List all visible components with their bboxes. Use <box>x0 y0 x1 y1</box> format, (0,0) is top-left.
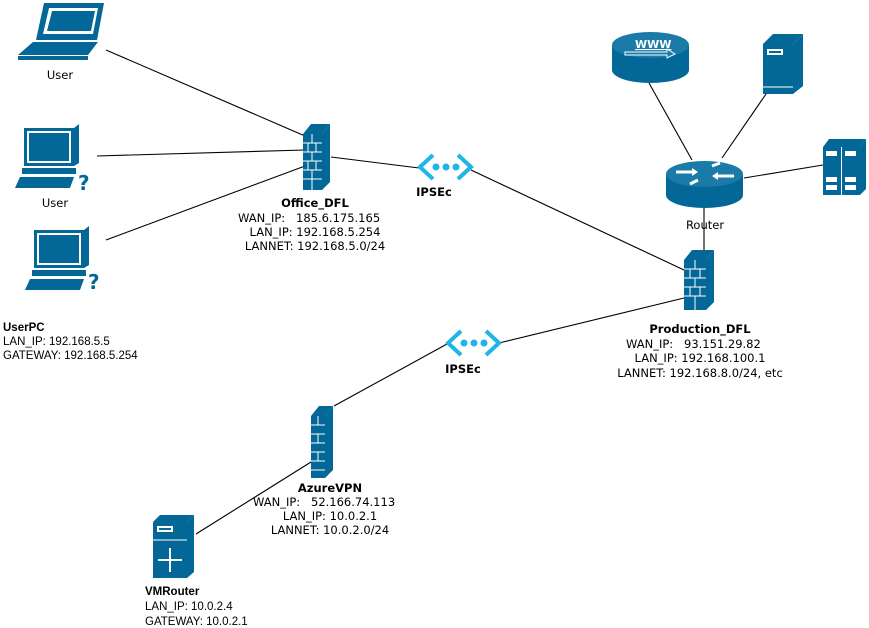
userpc-lan-ip: LAN_IP: 192.168.5.5 <box>3 336 110 348</box>
ipsec1-label: IPSEc <box>416 185 452 199</box>
vpn-tunnel-icon[interactable] <box>417 153 474 181</box>
router-server-icon[interactable] <box>153 515 194 578</box>
user-desktop-label: User <box>42 196 68 210</box>
router-icon[interactable] <box>666 161 743 208</box>
link-ipsec-azure <box>333 343 448 407</box>
production-dfl-title: Production_DFL <box>649 322 751 337</box>
azurevpn-lan-ip: LAN_IP: 10.0.2.1 <box>283 509 377 523</box>
link-userpc-office <box>105 165 306 241</box>
office-dfl-title: Office_DFL <box>281 196 349 211</box>
server-icon[interactable] <box>763 34 803 94</box>
production-dfl-lannet: LANNET: 192.168.8.0/24, etc <box>617 366 783 380</box>
laptop-icon[interactable] <box>18 3 104 60</box>
vmrouter-lan-ip: LAN_IP: 10.0.2.4 <box>145 601 233 613</box>
vmrouter-gateway: GATEWAY: 10.0.2.1 <box>145 616 248 628</box>
link-cluster-router <box>743 164 824 179</box>
userpc-gateway: GATEWAY: 192.168.5.254 <box>3 350 138 362</box>
production-dfl-wan-label: WAN_IP: <box>626 337 673 351</box>
azurevpn-wan-label: WAN_IP: <box>253 495 300 509</box>
link-vmrouter-azure <box>195 461 312 535</box>
link-ipsec-production <box>470 169 685 271</box>
production-dfl-wan-ip: 93.151.29.82 <box>684 337 761 351</box>
link-production-ipsec <box>498 297 685 344</box>
office-dfl-lannet: LANNET: 192.168.5.0/24 <box>245 239 385 253</box>
server-cluster-icon[interactable] <box>823 139 866 195</box>
user-laptop-label: User <box>47 68 73 82</box>
router-label: Router <box>686 218 724 232</box>
workstation-icon[interactable]: ? <box>15 124 90 195</box>
www-label: WWW <box>635 38 671 51</box>
link-desktop-office <box>96 149 306 157</box>
azurevpn-wan-ip: 52.166.74.113 <box>311 495 395 509</box>
firewall-icon[interactable] <box>303 124 330 190</box>
firewall-icon[interactable] <box>311 406 333 478</box>
vpn-tunnel-icon[interactable] <box>445 329 502 357</box>
azurevpn-title: AzureVPN <box>298 481 362 495</box>
office-dfl-wan-label: WAN_IP: <box>238 211 285 225</box>
ipsec2-label: IPSEc <box>445 362 481 376</box>
link-server-router <box>721 93 767 159</box>
links <box>96 49 824 535</box>
azurevpn-lannet: LANNET: 10.0.2.0/24 <box>271 523 389 537</box>
office-dfl-wan-ip: 185.6.175.165 <box>296 211 380 225</box>
link-www-router <box>648 82 693 161</box>
firewall-icon[interactable] <box>684 250 714 310</box>
production-dfl-lan-ip: LAN_IP: 192.168.100.1 <box>635 351 766 365</box>
link-office-ipsec <box>330 156 420 169</box>
www-server-icon[interactable]: WWW <box>612 32 689 83</box>
vmrouter-title: VMRouter <box>145 586 200 598</box>
workstation-icon[interactable]: ? <box>25 226 100 294</box>
office-dfl-lan-ip: LAN_IP: 192.168.5.254 <box>250 225 381 239</box>
userpc-title: UserPC <box>3 322 45 334</box>
svg-text:?: ? <box>88 270 100 294</box>
svg-text:?: ? <box>78 171 90 195</box>
link-laptop-office <box>105 49 306 137</box>
